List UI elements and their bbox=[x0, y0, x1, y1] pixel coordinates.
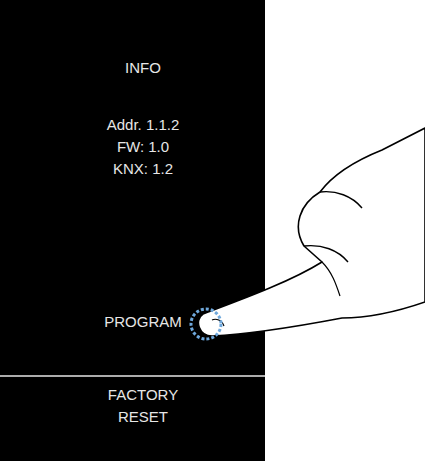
screen-heading: INFO bbox=[43, 57, 243, 79]
screen-text: Addr. 1.1.2 bbox=[43, 114, 243, 136]
screen-text: FW: 1.0 bbox=[43, 136, 243, 158]
display-panel bbox=[0, 0, 265, 461]
press-indicator bbox=[191, 309, 221, 339]
screen-text: PROGRAM bbox=[88, 311, 198, 333]
display-screen: INFO Addr. 1.1.2FW: 1.0KNX: 1.2PROGRAM FAC… bbox=[0, 0, 265, 461]
screen-text: KNX: 1.2 bbox=[43, 158, 243, 180]
divider-line bbox=[0, 375, 265, 377]
screen-text: FACTORY RESET bbox=[101, 384, 185, 428]
pointing-hand bbox=[198, 128, 425, 336]
